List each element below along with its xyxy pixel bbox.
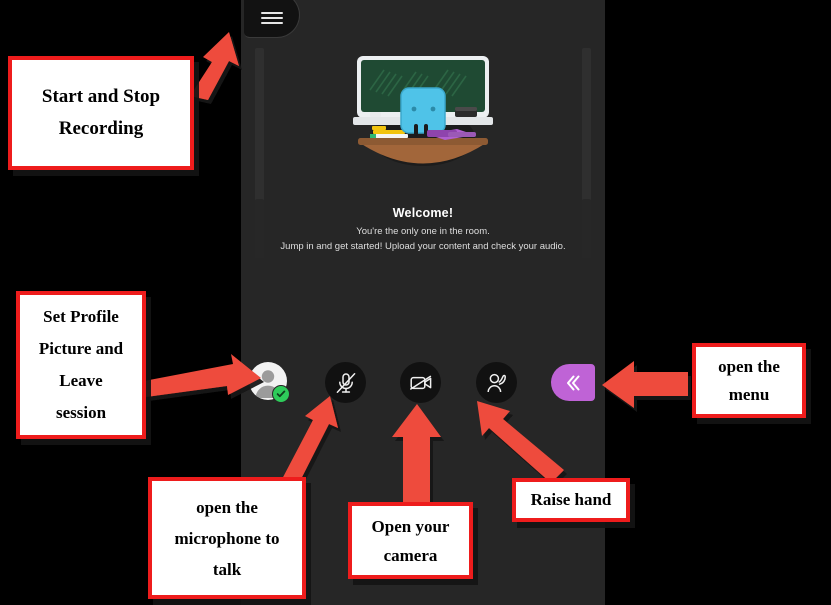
callout-microphone-line-2: microphone to — [174, 528, 280, 548]
avatar-button[interactable] — [249, 362, 290, 403]
stage-area: Welcome! You're the only one in the room… — [241, 0, 605, 253]
welcome-line-1: You're the only one in the room. — [356, 226, 490, 237]
callout-profile-line-2: Picture and — [38, 339, 124, 358]
callout-profile-line-1: Set Profile — [43, 307, 119, 326]
recording-toggle-button[interactable] — [244, 0, 300, 38]
left-side-rail — [255, 48, 264, 258]
callout-camera-line-1: Open your — [371, 516, 450, 536]
right-side-rail — [582, 48, 591, 258]
raise-hand-button[interactable] — [476, 362, 517, 403]
left-side-rail-lower — [255, 199, 264, 258]
callout-menu-line-2: menu — [728, 384, 770, 404]
callout-microphone-line-1: open the — [196, 497, 258, 517]
callout-camera: Open your camera — [348, 502, 473, 579]
callout-recording: Start and Stop Recording — [8, 56, 194, 170]
callout-profile-line-3: Leave — [59, 371, 103, 390]
bottom-control-bar — [241, 362, 605, 412]
camera-off-icon — [409, 375, 431, 390]
classroom-desk-chalkboard-illustration — [353, 56, 493, 166]
callout-profile-line-4: session — [55, 403, 107, 422]
callout-microphone-line-3: talk — [212, 559, 242, 579]
microphone-button[interactable] — [325, 362, 366, 403]
hamburger-menu-icon — [260, 9, 283, 27]
arrow-to-menu-toggle — [602, 361, 688, 408]
page-title: Welcome! — [392, 206, 454, 220]
raise-hand-icon — [486, 373, 506, 392]
callout-raise-hand: Raise hand — [512, 478, 630, 522]
check-badge-icon — [272, 385, 290, 403]
welcome-line-2: Jump in and get started! Upload your con… — [280, 241, 566, 252]
callout-recording-line-2: Recording — [58, 118, 144, 139]
callout-menu-line-1: open the — [718, 356, 780, 376]
callout-profile: Set Profile Picture and Leave session — [16, 291, 146, 439]
callout-camera-line-2: camera — [383, 545, 438, 565]
callout-microphone: open the microphone to talk — [148, 477, 306, 599]
menu-toggle-button[interactable] — [551, 364, 595, 401]
callout-menu: open the menu — [692, 343, 806, 418]
microphone-muted-icon — [336, 372, 355, 393]
camera-button[interactable] — [400, 362, 441, 403]
callout-raise-hand-line-1: Raise hand — [530, 490, 612, 509]
avatar[interactable] — [249, 362, 290, 403]
double-chevron-left-icon — [567, 375, 580, 390]
callout-recording-line-1: Start and Stop — [41, 86, 161, 107]
arrow-to-recording-toggle — [190, 32, 239, 100]
right-side-rail-lower — [582, 199, 591, 258]
